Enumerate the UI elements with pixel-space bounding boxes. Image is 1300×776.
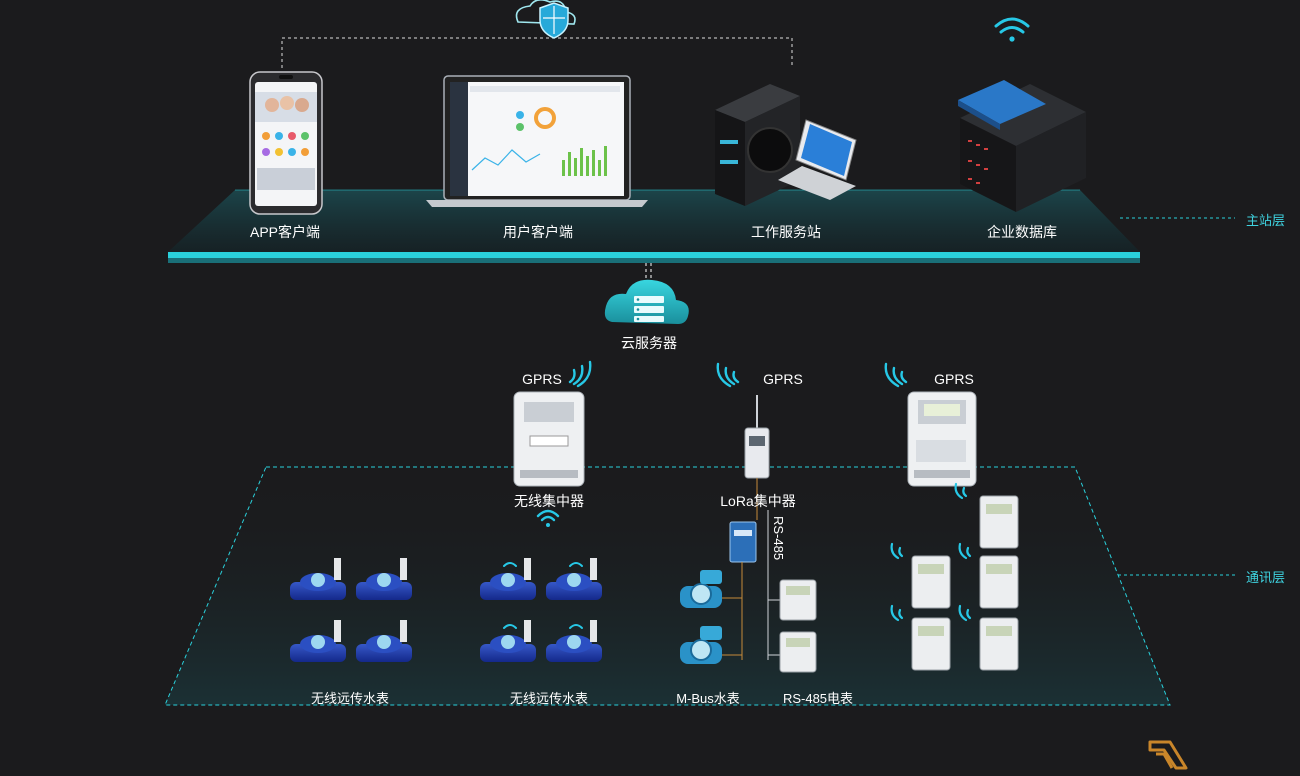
- laptop-illustration: [426, 75, 648, 207]
- wireless-electric-meters: [890, 482, 1019, 671]
- workstation-illustration: [715, 84, 857, 206]
- gprs-label-mid: GPRS: [763, 371, 803, 387]
- workstation-label: 工作服务站: [751, 224, 821, 240]
- wireless-water-meters-group-1: [290, 558, 412, 662]
- lora-concentrator-illustration: [716, 362, 780, 660]
- gprs-label-left: GPRS: [522, 371, 562, 387]
- brand-logo-icon: [1148, 740, 1188, 770]
- wireless-water-meters-group-2: [480, 558, 602, 662]
- app-client-label: APP客户端: [249, 224, 321, 240]
- rs485-electric-meter-label: RS-485电表: [782, 691, 854, 706]
- master-link-lines: [281, 37, 793, 68]
- wifi-icon: [994, 17, 1030, 42]
- cloud-server-icon: [604, 279, 689, 324]
- database-server-illustration: [958, 80, 1086, 212]
- layer-label-communication: 通讯层: [1246, 570, 1286, 585]
- wireless-water-meter-label-1: 无线远传水表: [310, 691, 390, 706]
- mbus-water-meters: [680, 570, 722, 664]
- gprs-concentrator-illustration: [884, 362, 977, 487]
- mbus-water-meter-label: M-Bus水表: [676, 691, 740, 706]
- layer-label-master-station: 主站层: [1246, 213, 1286, 228]
- wireless-water-meter-label-2: 无线远传水表: [509, 691, 589, 706]
- wireless-concentrator-illustration: [513, 360, 592, 487]
- cloud-server-label: 云服务器: [621, 335, 677, 351]
- database-label: 企业数据库: [987, 224, 1057, 240]
- gprs-label-right: GPRS: [934, 371, 974, 387]
- lora-concentrator-label: LoRa集中器: [720, 493, 796, 509]
- smartphone-illustration: [249, 71, 323, 215]
- rs485-vertical-label: RS-485: [771, 516, 786, 561]
- rs485-electric-meters: [779, 579, 817, 673]
- security-cloud-shield-icon: [515, 0, 576, 39]
- platform-cloud-link: [645, 263, 652, 290]
- user-client-label: 用户客户端: [503, 224, 573, 240]
- wireless-signal-icon: [536, 509, 560, 527]
- wireless-concentrator-label: 无线集中器: [514, 493, 584, 509]
- mbus-converter-illustration: [722, 521, 757, 660]
- master-station-platform: [168, 189, 1235, 263]
